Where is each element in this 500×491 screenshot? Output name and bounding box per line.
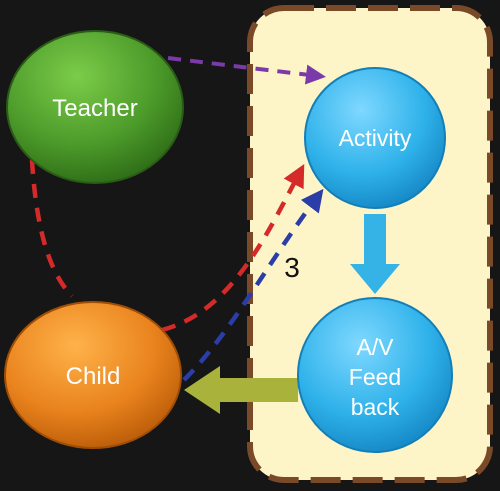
child-to-activity-red-arrow <box>161 164 305 333</box>
av-feedback-label-line-2: Feed <box>349 364 401 390</box>
teacher-to-activity-arrow <box>167 56 326 85</box>
av-feedback-label-line-1: A/V <box>356 334 394 360</box>
teacher-node: Teacher <box>6 30 184 184</box>
activity-node: Activity <box>304 67 446 209</box>
child-label: Child <box>66 363 121 390</box>
annotation-number: 3 <box>284 252 300 283</box>
feedback-to-child-arrow <box>184 366 298 414</box>
child-to-activity-blue-arrow <box>182 188 324 382</box>
av-feedback-node: A/V Feed back <box>297 297 453 453</box>
teacher-label: Teacher <box>52 95 137 122</box>
teacher-child-connector <box>29 159 74 298</box>
av-feedback-label-line-3: back <box>351 394 400 420</box>
child-node: Child <box>4 301 182 449</box>
activity-to-feedback-arrow <box>350 214 400 294</box>
activity-label: Activity <box>339 125 412 151</box>
